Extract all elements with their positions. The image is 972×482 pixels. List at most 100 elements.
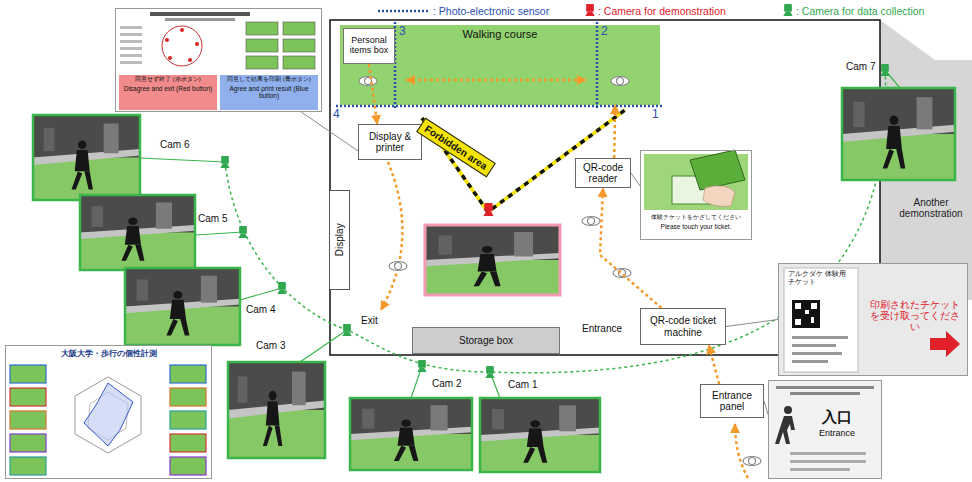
result-screen-picture — [195, 42, 199, 46]
legend-swatches — [783, 4, 792, 16]
node-text: Storage box — [459, 335, 513, 347]
room-outline — [330, 20, 880, 355]
node-text: Agree and print result (Blue button) — [220, 85, 318, 100]
ticket-picture — [792, 336, 848, 363]
display-printer: Display & printer — [358, 124, 422, 160]
result-sheet-picture — [170, 388, 206, 406]
result-sheet-picture — [10, 457, 46, 475]
entrance-sign-picture — [768, 380, 882, 479]
sensor-number: 2 — [601, 25, 608, 39]
leader-line — [631, 173, 640, 186]
person-icons — [613, 269, 631, 278]
node-text: Another demonstration — [888, 197, 972, 220]
node-text: 入口 — [797, 408, 877, 425]
sensor-number: 4 — [333, 108, 340, 122]
node-text: Display — [334, 224, 346, 257]
result-sheet-picture — [170, 365, 206, 475]
camera-leaders — [140, 158, 225, 162]
node-text: 同意して結果を印刷 (青ボタン) — [220, 76, 318, 83]
camera-views — [125, 268, 240, 345]
camera-label: Cam 6 — [160, 139, 189, 151]
sensor-number: 1 — [652, 108, 659, 122]
storage-box: Storage box — [412, 327, 560, 354]
entrance-sign-picture — [768, 380, 882, 479]
camera-label: Cam 3 — [256, 340, 285, 352]
qr-reader-picture — [640, 150, 752, 240]
result-sheet-picture — [10, 365, 46, 475]
camera-icons — [342, 324, 351, 336]
result-screen-picture — [165, 28, 199, 62]
camera-icons — [483, 203, 493, 216]
result-screen-picture — [120, 54, 142, 57]
result-sheet-picture — [170, 457, 206, 475]
ticket-picture — [811, 317, 814, 323]
camera-views — [350, 398, 472, 470]
result-screen-picture — [246, 22, 278, 35]
legend-swatches — [378, 10, 428, 13]
node-text: 同意せず終了 (赤ボタン) — [119, 76, 217, 83]
camera-views — [228, 362, 325, 458]
result-screen-picture — [120, 61, 142, 64]
result-screen-picture — [188, 58, 192, 62]
camera-leaders — [300, 330, 347, 362]
result-screen-picture — [246, 39, 278, 52]
camera-views — [842, 88, 955, 180]
sensor-lines — [336, 22, 662, 108]
legend-swatches — [585, 4, 594, 16]
result-sheet-picture — [75, 377, 141, 453]
camera-leaders — [140, 70, 900, 398]
legend-text: : Camera for demonstration — [598, 5, 726, 17]
ticket-screen: アルクダケ 体験用チケット印刷されたチケットを受け取ってください — [778, 263, 968, 376]
qr-reader-screen: 体験チケットをかざしてくださいPlease touch your ticket. — [640, 150, 752, 240]
area-label: Exit — [361, 315, 378, 327]
camera-icons — [417, 360, 426, 372]
node-text: Entrance panel — [701, 390, 763, 413]
ticket-picture — [792, 344, 836, 347]
result-sheet-picture — [170, 365, 206, 383]
camera-views — [480, 398, 600, 472]
leader-line — [726, 320, 778, 327]
result-screen-picture — [246, 56, 278, 69]
result-screen-picture — [283, 39, 315, 52]
result-screen-picture — [115, 8, 322, 112]
qr-reader: QR-code reader — [575, 158, 631, 188]
ticket-picture — [795, 303, 801, 309]
entrance-sign-picture — [775, 406, 795, 444]
area-label: Entrance — [582, 323, 622, 335]
camera-icons — [880, 64, 889, 76]
ticket-picture — [795, 319, 801, 325]
node-text: Display & printer — [359, 131, 421, 154]
entrance-sign-picture — [776, 386, 874, 395]
entrance-sign-picture — [775, 416, 795, 444]
sensor-number: 3 — [399, 25, 406, 39]
camera-leaders — [240, 288, 282, 300]
result-screen-picture — [246, 22, 315, 69]
entrance-panel: Entrance panel — [700, 384, 764, 418]
result-screen-picture — [165, 38, 169, 42]
camera-views — [842, 88, 955, 180]
person-icons — [389, 262, 407, 271]
result-sheet-picture — [10, 411, 46, 429]
demo-camera-view — [425, 225, 560, 295]
walking-route — [735, 424, 748, 478]
result-screen-picture — [120, 26, 142, 29]
result-screen-picture — [168, 56, 172, 60]
person-icons — [359, 77, 377, 86]
ticket-picture — [792, 360, 828, 363]
camera-views — [80, 195, 195, 270]
result-screen: 同意せず終了 (赤ボタン)Disagree and exit (Red butt… — [115, 8, 322, 112]
result-sheet-picture — [5, 345, 212, 479]
entrance-sign: 入口Entrance — [768, 380, 882, 479]
camera-arc — [225, 70, 886, 373]
ticket-machine: QR-code ticket machine — [640, 308, 726, 345]
result-screen-picture — [115, 8, 322, 112]
ticket-picture — [784, 268, 858, 372]
ticket-picture — [811, 303, 817, 309]
camera-label: Cam 4 — [246, 304, 275, 316]
sensor-lines — [596, 22, 599, 108]
camera-views — [125, 268, 240, 345]
result-screen-picture — [220, 75, 318, 110]
result-sheet-picture — [170, 434, 206, 452]
node-text: Personal items box — [345, 36, 393, 56]
